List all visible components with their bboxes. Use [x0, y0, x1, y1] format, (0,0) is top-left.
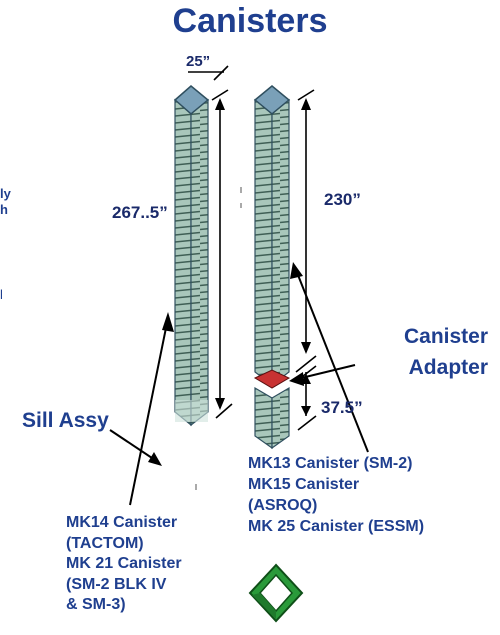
tick-marks — [195, 187, 242, 490]
cropped-text-fragment: h — [0, 202, 8, 217]
long-canisters-caption: MK14 Canister (TACTOM) MK 21 Canister (S… — [66, 514, 182, 613]
sill-assy-label: Sill Assy — [22, 409, 109, 432]
width-dimension-label: 25” — [186, 53, 211, 70]
pointer-arrow-heads — [148, 262, 304, 466]
short-canister — [253, 85, 291, 387]
cropped-text-fragment: ly — [0, 186, 11, 201]
canister-adapter — [253, 369, 291, 389]
adapter-section — [254, 386, 290, 450]
arrow-heads — [215, 98, 311, 416]
page-title: Canisters — [172, 2, 328, 40]
long-canister-height-label: 267..5” — [112, 203, 168, 222]
short-canisters-caption: MK13 Canister (SM-2) MK15 Canister (ASRO… — [248, 455, 425, 535]
pointer-arrows — [109, 269, 369, 506]
short-canister-height-label: 230” — [324, 190, 361, 209]
cropped-text-fragment: l — [0, 287, 3, 302]
dimension-lines — [188, 65, 317, 431]
canister-adapter-label: Canister Adapter — [403, 325, 488, 379]
adapter-height-label: 37.5” — [321, 398, 363, 417]
long-canister — [173, 85, 210, 427]
open-box-icon — [248, 563, 304, 623]
